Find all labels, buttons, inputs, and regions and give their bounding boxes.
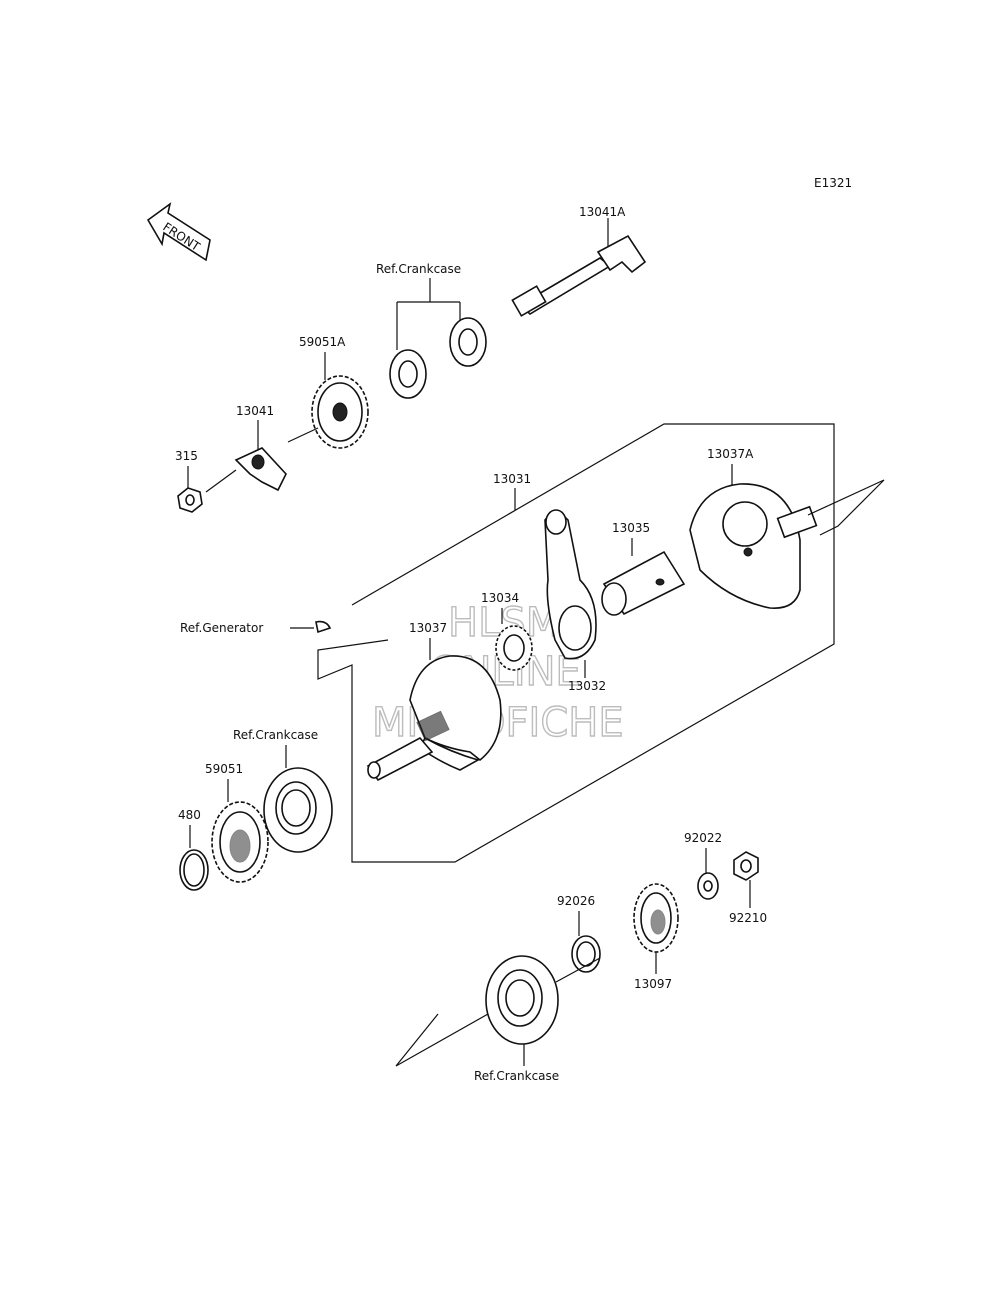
label-ref-crankcase-mid: Ref.Crankcase: [233, 728, 318, 742]
woodruff-key: [315, 620, 332, 634]
label-13097: 13097: [634, 977, 672, 991]
washer-92022: [697, 872, 719, 900]
spacer-92026: [571, 935, 601, 973]
label-59051: 59051: [205, 762, 243, 776]
label-ref-crankcase-top: Ref.Crankcase: [376, 262, 461, 276]
bearing-top-right: [449, 317, 487, 367]
label-ref-generator: Ref.Generator: [180, 621, 263, 635]
crankshaft-assembly-outline: [317, 423, 835, 863]
label-13031: 13031: [493, 472, 531, 486]
crank-half-13037a: [689, 483, 818, 609]
crank-half-13037: [366, 655, 502, 782]
nut-92210: [733, 851, 759, 881]
gear-59051: [211, 801, 269, 883]
label-13034: 13034: [481, 591, 519, 605]
label-13037: 13037: [409, 621, 447, 635]
balancer-shaft-13041a: [511, 218, 647, 317]
label-ref-crankcase-bottom: Ref.Crankcase: [474, 1069, 559, 1083]
gear-59051a: [311, 375, 369, 449]
label-13035: 13035: [612, 521, 650, 535]
bearing-mid: [263, 767, 333, 853]
label-315: 315: [175, 449, 198, 463]
bearing-top-left: [389, 349, 427, 399]
crank-pin-13035: [601, 550, 686, 616]
bearing-bottom: [485, 955, 559, 1045]
label-13041: 13041: [236, 404, 274, 418]
label-59051a: 59051A: [299, 335, 346, 349]
label-13041a: 13041A: [579, 205, 626, 219]
label-13037a: 13037A: [707, 447, 754, 461]
ref-crankcase-top-leader: [396, 278, 461, 350]
label-13032: 13032: [568, 679, 606, 693]
label-92026: 92026: [557, 894, 595, 908]
balancer-weight-13041: [234, 447, 287, 492]
front-arrow-icon: FRONT: [146, 202, 211, 262]
needle-bearing-13034: [495, 625, 533, 671]
label-92022: 92022: [684, 831, 722, 845]
label-480: 480: [178, 808, 201, 822]
label-92210: 92210: [729, 911, 767, 925]
nut-315: [177, 487, 203, 513]
circlip-480: [179, 849, 209, 891]
connecting-rod-13032: [544, 509, 597, 660]
diagram-code: E1321: [814, 176, 852, 190]
gear-13097: [633, 883, 679, 953]
